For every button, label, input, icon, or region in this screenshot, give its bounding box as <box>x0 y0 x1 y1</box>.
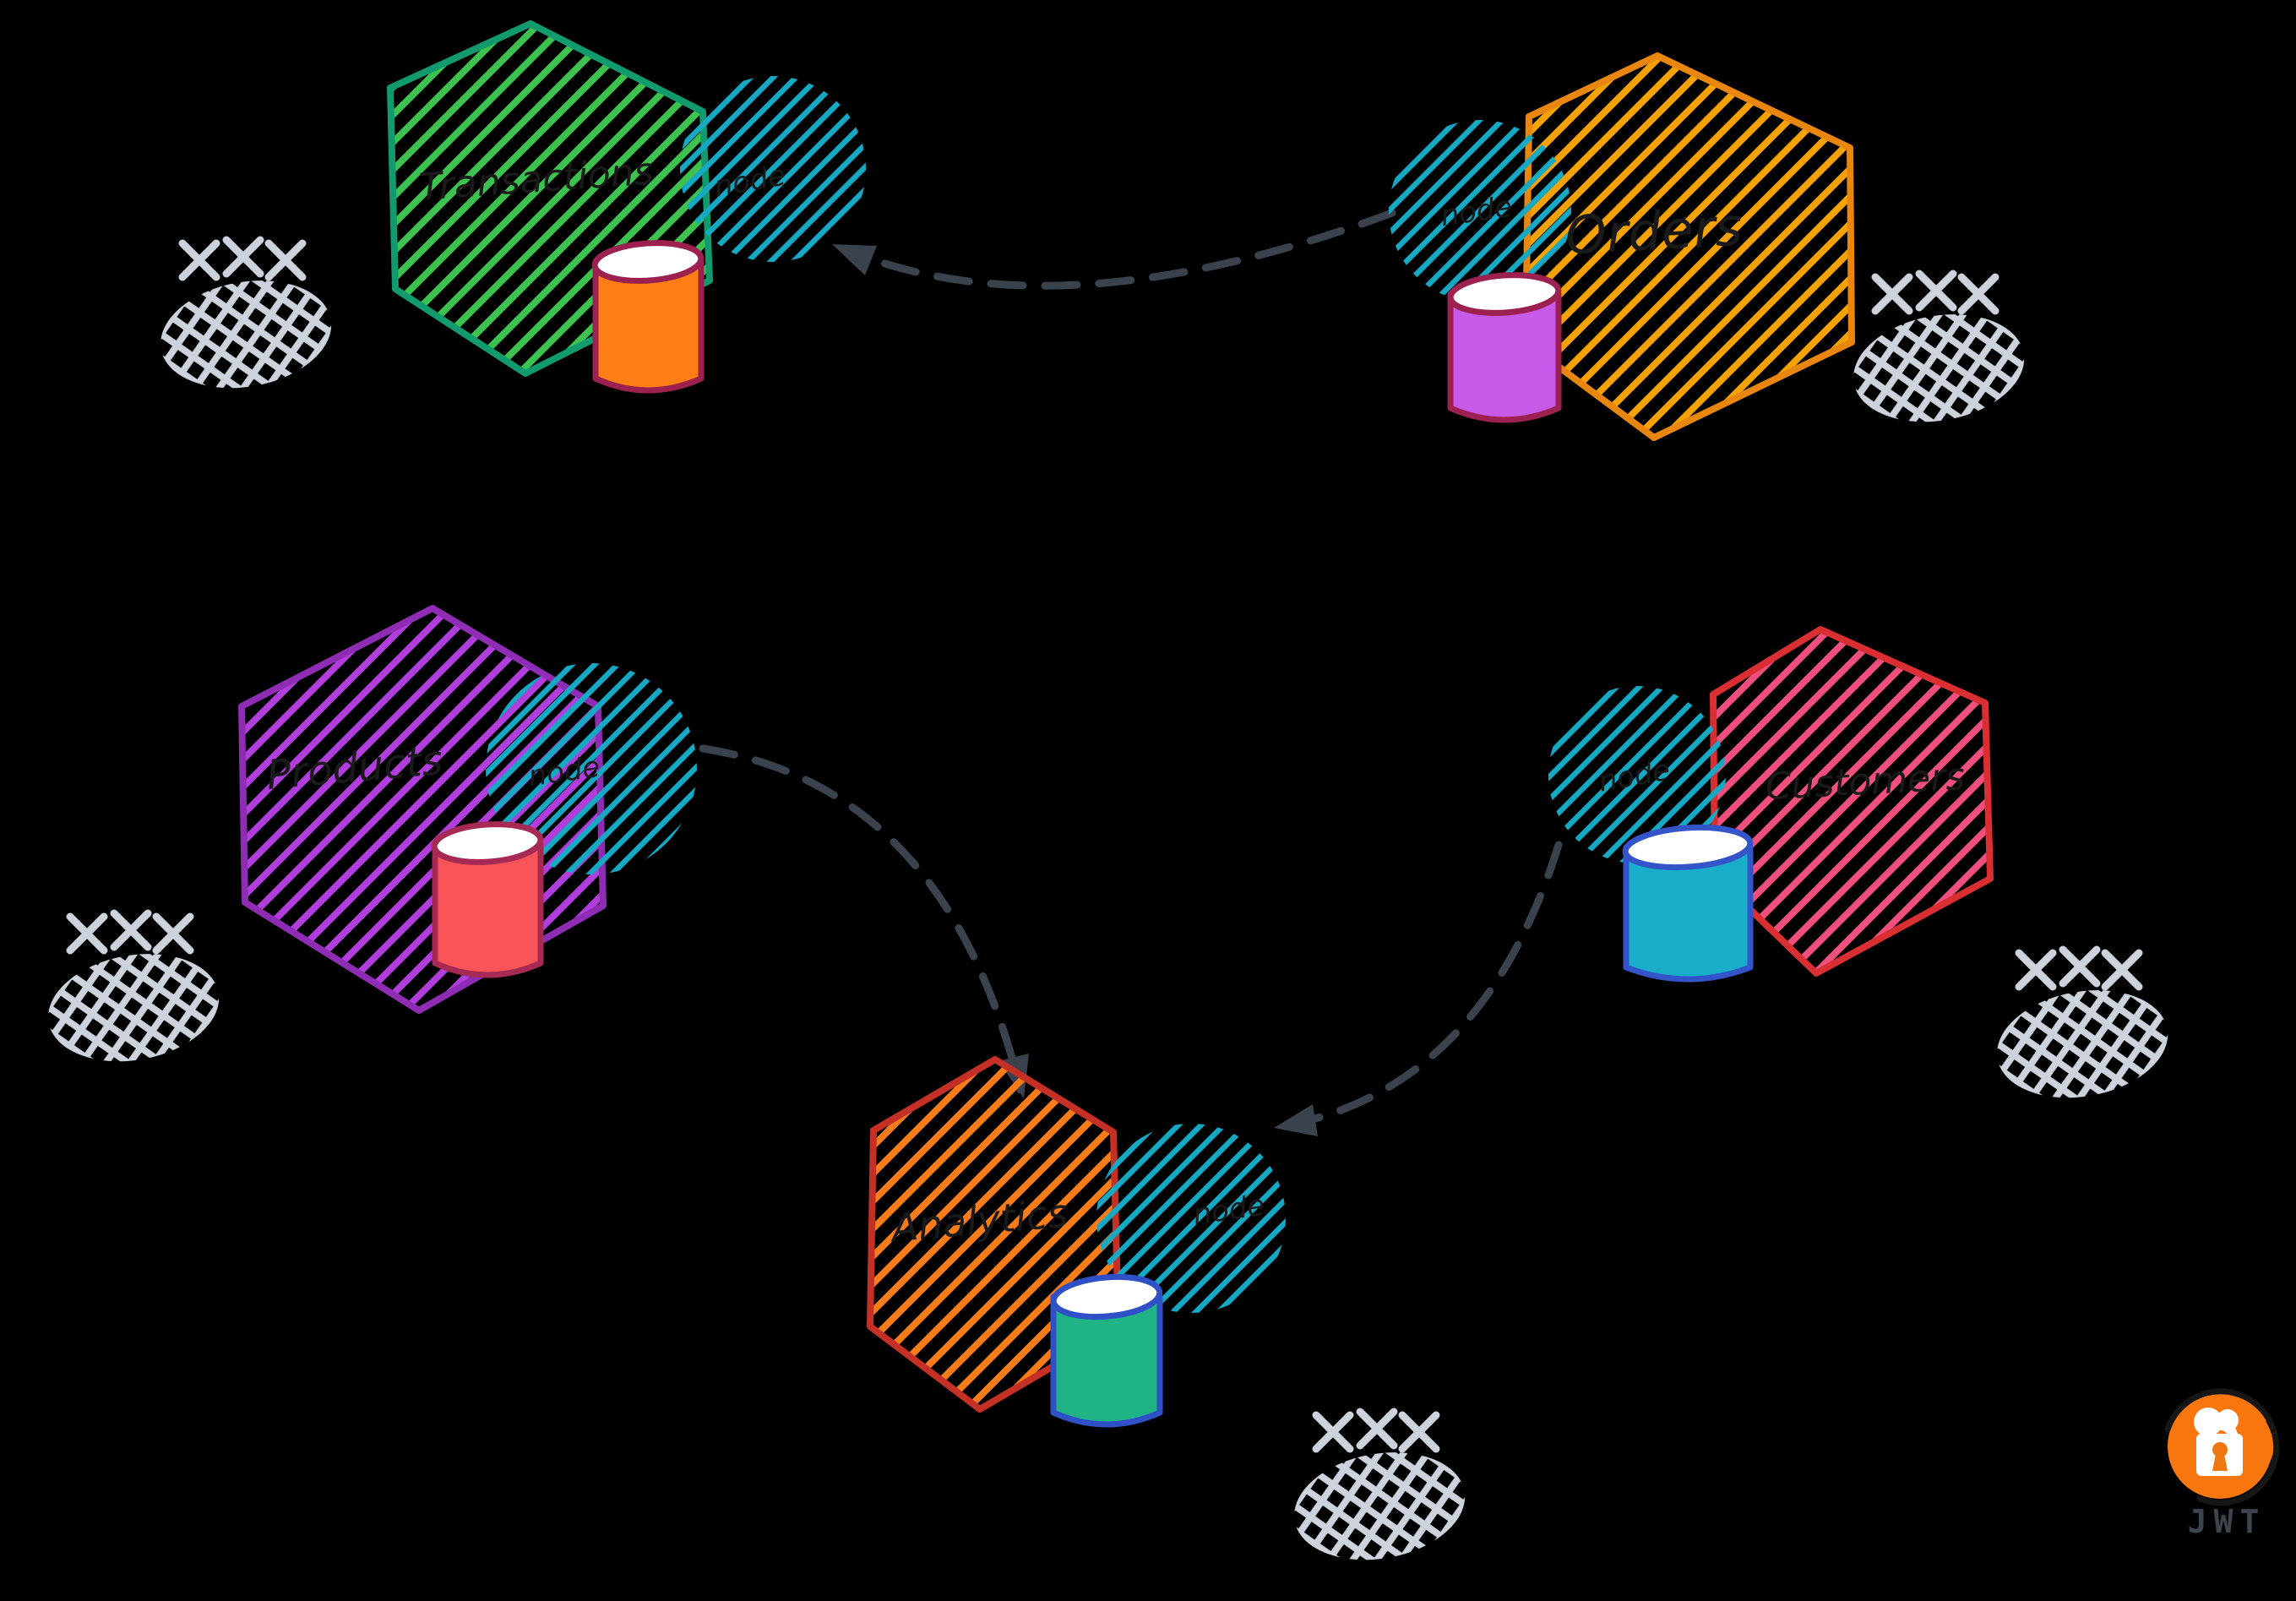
dashed-line <box>839 209 1396 290</box>
dashed-line <box>1278 841 1563 1130</box>
service-label: Customers <box>1764 755 1966 809</box>
x-marks <box>2015 945 2143 991</box>
crosshatch-blob <box>1997 990 2168 1098</box>
crosshatch-blob <box>161 280 332 389</box>
x-marks <box>66 909 194 955</box>
node-circle <box>1389 120 1571 302</box>
arrow-customers-to-analytics[interactable] <box>1274 841 1563 1136</box>
node-circle <box>486 663 697 874</box>
crosshatch-blob <box>1294 1452 1466 1560</box>
hexagon-customers <box>1710 626 1994 977</box>
jwt-logo[interactable]: JWT <box>2164 1388 2280 1540</box>
crosshatch-decoration-top-left[interactable] <box>152 236 340 400</box>
arrowhead <box>1274 1104 1318 1136</box>
crosshatch-decoration-bottom[interactable] <box>1286 1408 1473 1572</box>
x-marks <box>1871 270 1999 315</box>
node-circle <box>680 76 866 262</box>
node-circle <box>1548 686 1726 863</box>
cylinder-top <box>1050 1273 1163 1321</box>
crosshatch-blob <box>1853 314 2025 422</box>
hexagon-orders <box>1522 52 1855 441</box>
service-customers[interactable]: Customers node <box>1548 626 1994 983</box>
x-marks <box>1312 1408 1440 1453</box>
dashed-line <box>699 744 1025 1094</box>
keyhole-stem <box>2212 1454 2228 1471</box>
crosshatch-decoration-top-right[interactable] <box>1845 270 2032 434</box>
cylinder-top <box>591 240 705 284</box>
jwt-scribble-ring-2 <box>2266 1418 2280 1462</box>
x-marks <box>178 236 307 281</box>
database-cylinder <box>431 821 544 978</box>
crosshatch-decoration-left[interactable] <box>40 909 227 1074</box>
jwt-label: JWT <box>2188 1503 2266 1540</box>
cylinder-top <box>431 821 544 865</box>
service-label: Orders <box>1564 196 1744 267</box>
cylinder-top <box>1447 272 1562 316</box>
service-analytics[interactable]: Analytics node <box>867 1056 1286 1428</box>
node-circle <box>1096 1124 1286 1313</box>
database-cylinder <box>591 240 705 394</box>
service-orders[interactable]: Orders node <box>1389 52 1855 441</box>
padlock-shackle <box>2203 1419 2238 1440</box>
arrow-orders-to-transactions[interactable] <box>832 209 1396 290</box>
arrow-products-to-analytics[interactable] <box>699 744 1029 1098</box>
keyhole-circle <box>2212 1442 2228 1457</box>
padlock-icon <box>2194 1408 2243 1476</box>
crosshatch-decoration-right[interactable] <box>1989 945 2176 1110</box>
arrowhead <box>832 244 877 275</box>
cylinder-top <box>1622 824 1754 871</box>
database-cylinder <box>1622 824 1754 983</box>
crosshatch-blob <box>48 954 220 1062</box>
database-cylinder <box>1050 1273 1163 1428</box>
database-cylinder <box>1447 272 1562 423</box>
service-transactions[interactable]: Transactions node <box>387 20 866 394</box>
service-products[interactable]: Products node <box>238 605 697 1014</box>
